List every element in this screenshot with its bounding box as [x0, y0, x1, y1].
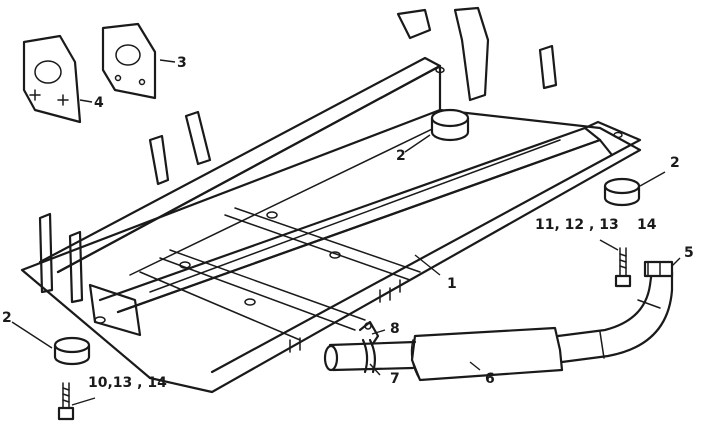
- callout-labels: 1 2 2 2 3 4 5 6 7 8 10,13 , 14 11, 12 , …: [2, 55, 694, 391]
- bolt-left: [57, 382, 75, 421]
- mounting-plate-3: [101, 22, 157, 100]
- callout-3: 3: [177, 55, 187, 71]
- callout-8: 8: [390, 321, 400, 337]
- callout-7: 7: [390, 371, 400, 387]
- callout-4: 4: [94, 95, 104, 111]
- callout-11-12-13: 11, 12 , 13: [535, 217, 619, 233]
- callout-1: 1: [447, 276, 457, 292]
- rubber-mount-top: [430, 108, 470, 142]
- callout-14: 14: [637, 217, 657, 233]
- callout-6: 6: [485, 371, 495, 387]
- callout-2-right: 2: [670, 155, 680, 171]
- exhaust-assembly: [323, 260, 674, 382]
- bolt-right: [614, 247, 632, 288]
- leader-lines: [11, 59, 681, 406]
- callout-5: 5: [684, 245, 694, 261]
- rubber-mount-right: [603, 177, 641, 207]
- mounting-plate-4: [22, 34, 82, 124]
- callout-2-left: 2: [2, 310, 12, 326]
- callout-10-13-14: 10,13 , 14: [88, 375, 167, 391]
- rubber-mount-left: [53, 336, 91, 366]
- frame-assembly: [20, 6, 642, 394]
- callout-2-top: 2: [396, 148, 406, 164]
